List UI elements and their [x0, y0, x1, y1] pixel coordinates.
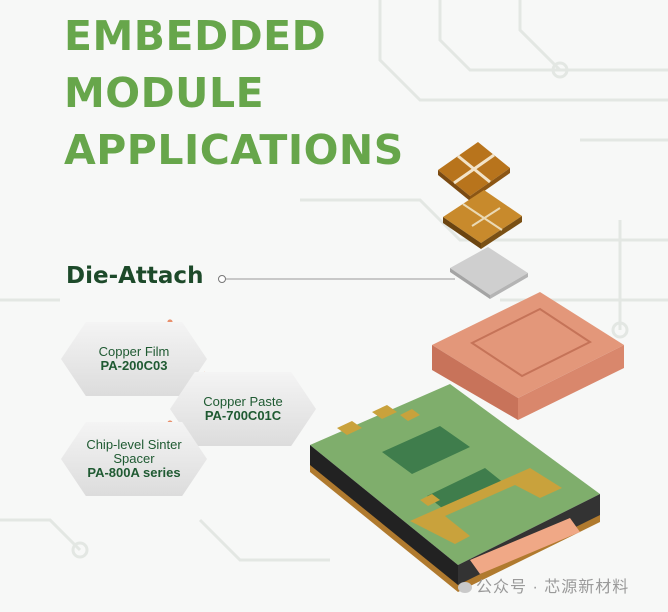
title-line: MODULE — [64, 69, 265, 117]
product-name: Copper Paste — [203, 394, 283, 409]
product-name: Chip-level Sinter Spacer — [86, 437, 182, 466]
chip-middle — [443, 190, 522, 249]
copper-spacer — [432, 292, 624, 420]
product-name: Copper Film — [98, 344, 170, 359]
chip-top — [438, 142, 510, 201]
die-attach-label: Die-Attach — [66, 263, 204, 289]
callout-line — [218, 275, 455, 283]
watermark-text: 公众号 · 芯源新材料 — [476, 579, 630, 596]
die-attach-layer — [450, 247, 528, 299]
pcb-module — [310, 384, 600, 592]
watermark: 公众号 · 芯源新材料 — [458, 573, 629, 597]
title-line: EMBEDDED — [64, 12, 327, 60]
product-code: PA-200C03 — [100, 358, 168, 373]
product-copper-film: Copper Film PA-200C03 — [61, 322, 207, 396]
page-title: EMBEDDED MODULE APPLICATIONS — [64, 8, 404, 179]
title-line: APPLICATIONS — [64, 126, 404, 174]
product-code: PA-700C01C — [204, 408, 282, 423]
product-copper-paste: Copper Paste PA-700C01C — [170, 372, 316, 446]
product-code: PA-800A series — [87, 465, 181, 480]
product-sinter-spacer: Chip-level Sinter Spacer PA-800A series — [61, 422, 207, 496]
wechat-icon — [458, 582, 472, 594]
